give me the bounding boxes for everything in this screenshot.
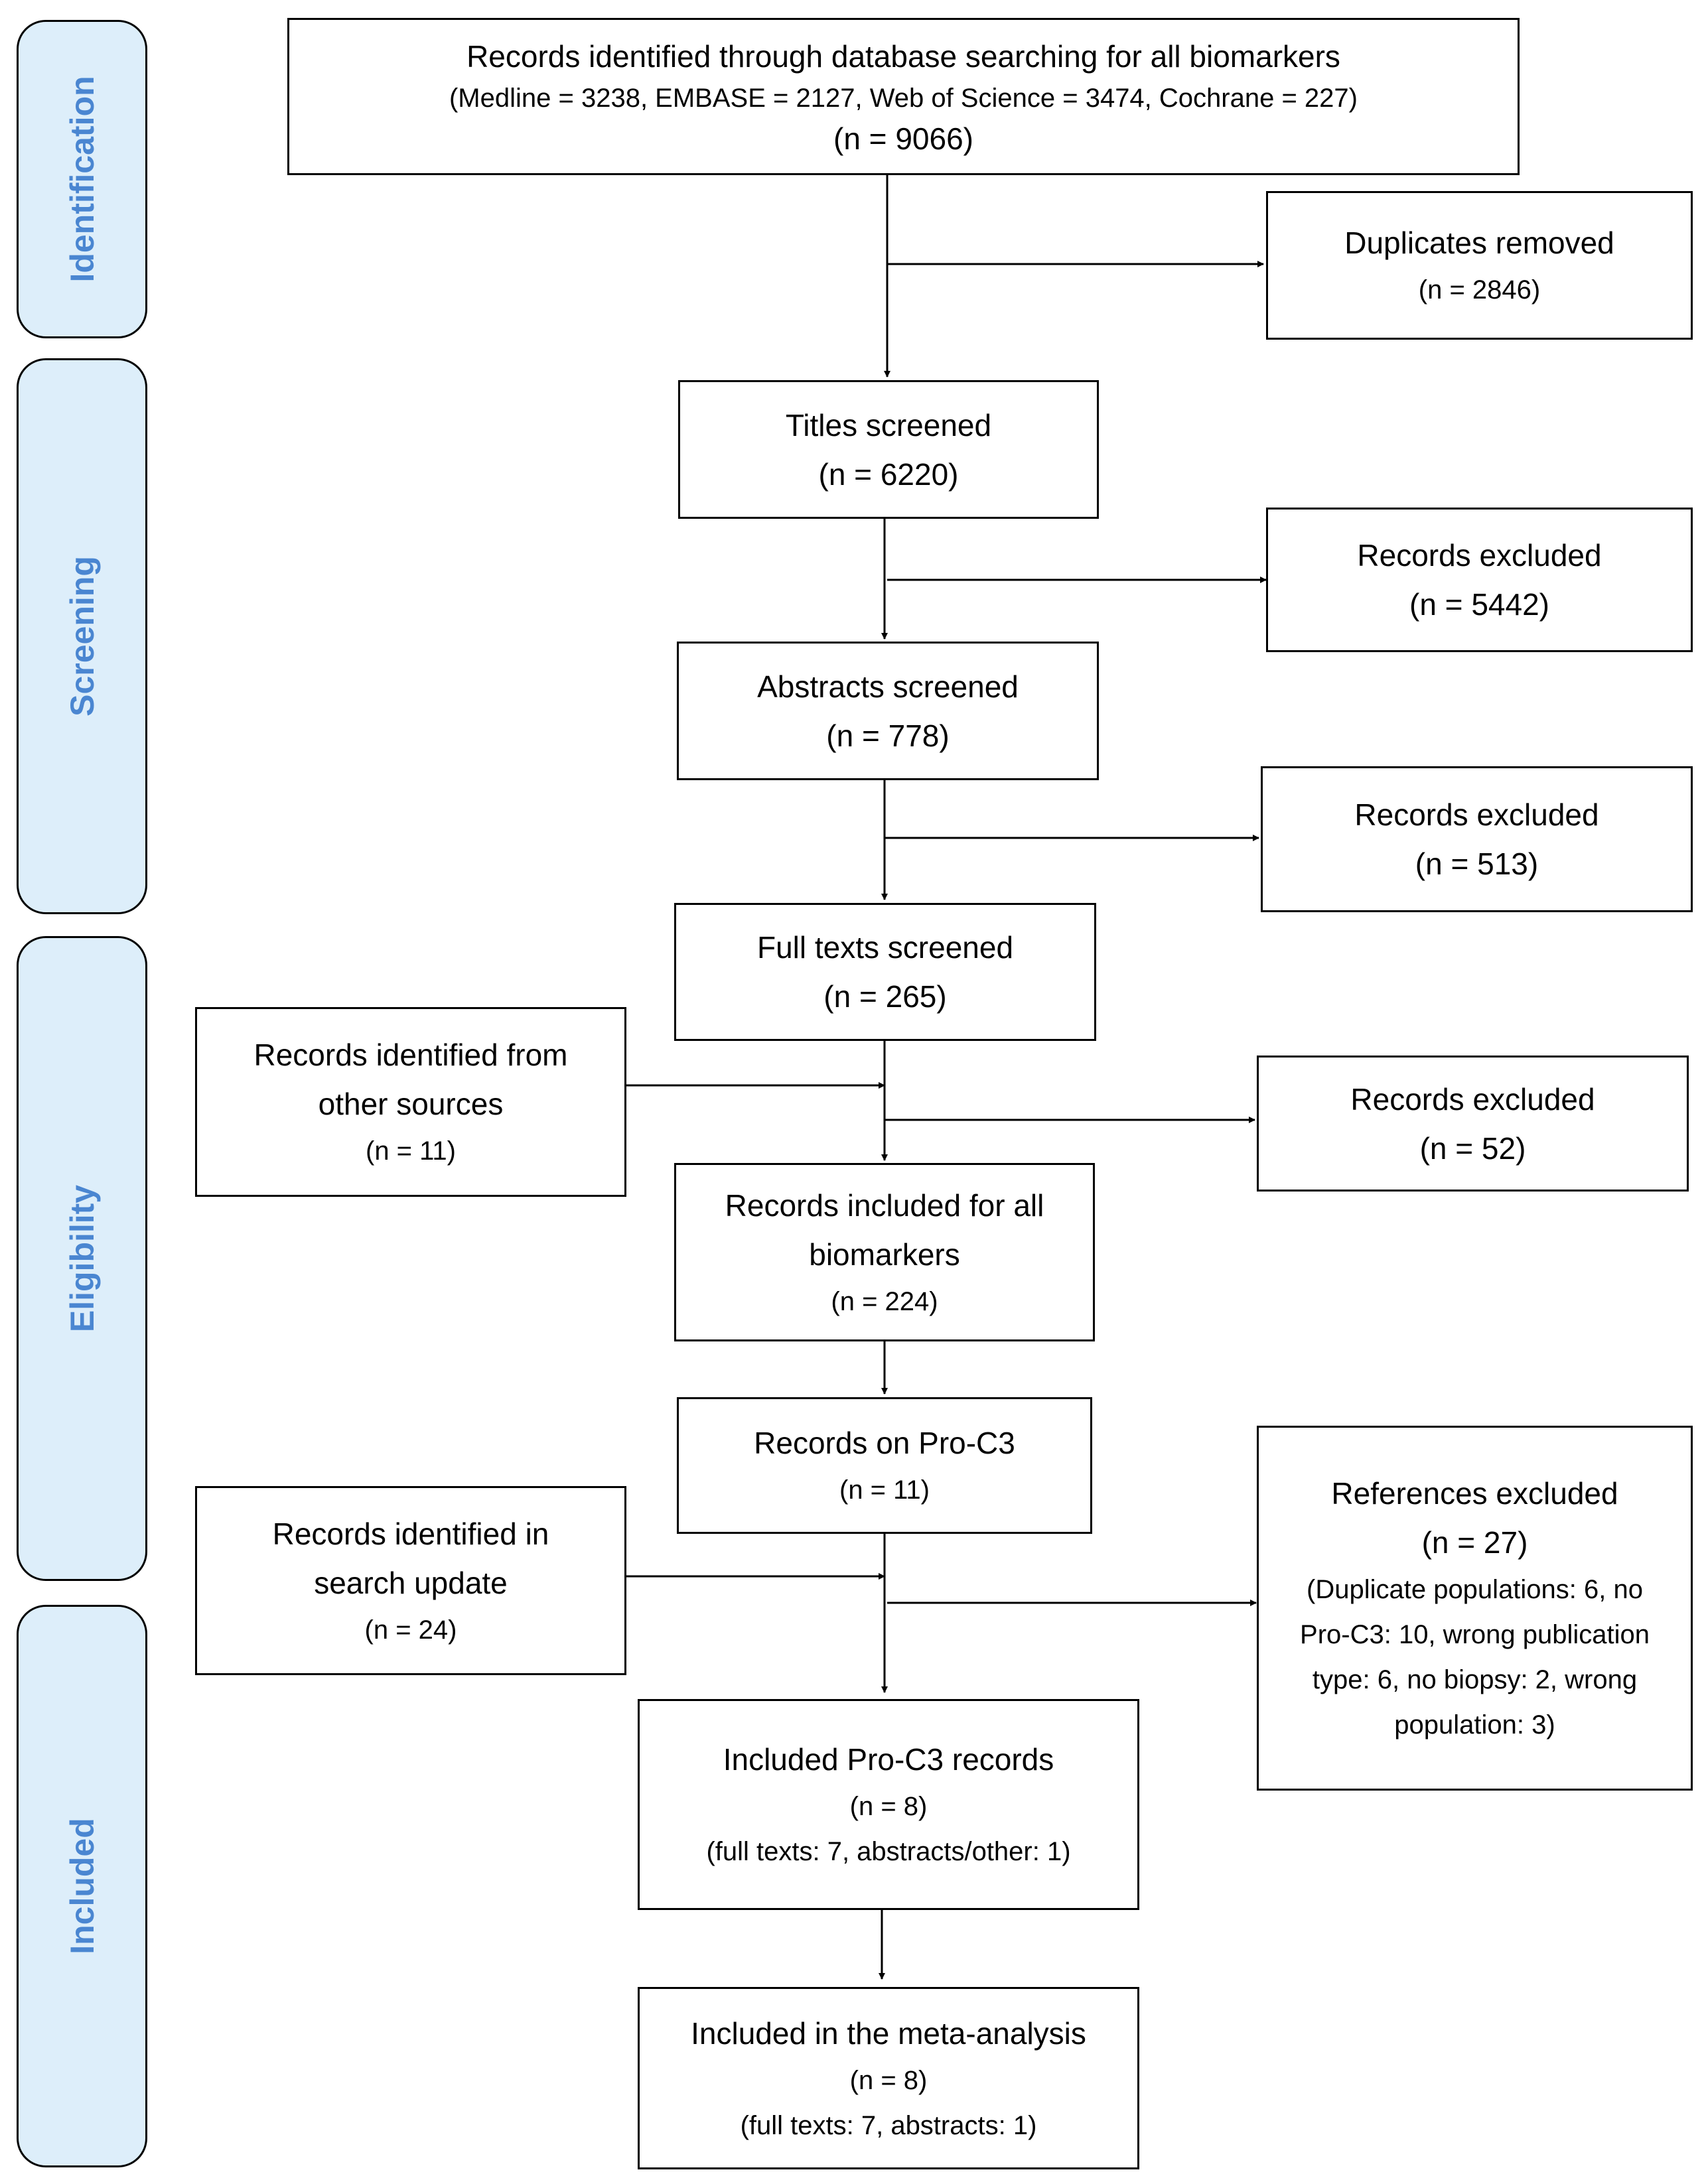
included-pro-c3-title: Included Pro-C3 records xyxy=(723,1742,1054,1777)
box-records-pro-c3: Records on Pro-C3 (n = 11) xyxy=(677,1397,1092,1534)
refs-excluded-detail-line: type: 6, no biopsy: 2, wrong xyxy=(1312,1665,1638,1694)
stage-identification: Identification xyxy=(17,20,147,338)
other-sources-line2: other sources xyxy=(318,1087,504,1121)
stage-screening-label: Screening xyxy=(63,556,101,717)
duplicates-count: (n = 2846) xyxy=(1418,275,1541,305)
included-pro-c3-detail: (full texts: 7, abstracts/other: 1) xyxy=(706,1837,1071,1866)
stage-included-label: Included xyxy=(63,1818,101,1954)
pro-c3-title: Records on Pro-C3 xyxy=(754,1426,1015,1460)
box-references-excluded: References excluded (n = 27) (Duplicate … xyxy=(1257,1426,1693,1791)
titles-title: Titles screened xyxy=(785,407,992,443)
excluded2-title: Records excluded xyxy=(1354,797,1599,832)
abstracts-count: (n = 778) xyxy=(826,718,950,753)
identified-count: (n = 9066) xyxy=(833,121,973,156)
meta-count: (n = 8) xyxy=(849,2065,928,2095)
excluded1-title: Records excluded xyxy=(1357,538,1602,573)
box-other-sources: Records identified from other sources (n… xyxy=(195,1007,626,1197)
box-included-pro-c3: Included Pro-C3 records (n = 8) (full te… xyxy=(638,1699,1139,1910)
box-fulltexts-screened: Full texts screened (n = 265) xyxy=(674,903,1096,1041)
box-excluded-2: Records excluded (n = 513) xyxy=(1261,766,1693,912)
titles-count: (n = 6220) xyxy=(818,456,959,492)
other-sources-line1: Records identified from xyxy=(253,1038,568,1072)
abstracts-title: Abstracts screened xyxy=(757,669,1019,704)
pro-c3-count: (n = 11) xyxy=(839,1475,930,1505)
excluded3-title: Records excluded xyxy=(1350,1081,1595,1117)
box-search-update: Records identified in search update (n =… xyxy=(195,1486,626,1675)
included-pro-c3-count: (n = 8) xyxy=(849,1792,928,1821)
refs-excluded-title: References excluded xyxy=(1331,1476,1618,1511)
refs-excluded-detail-line: (Duplicate populations: 6, no xyxy=(1307,1575,1643,1604)
included-all-count: (n = 224) xyxy=(831,1286,938,1316)
refs-excluded-detail-line: Pro-C3: 10, wrong publication xyxy=(1300,1620,1650,1649)
fulltexts-count: (n = 265) xyxy=(823,979,947,1014)
box-excluded-1: Records excluded (n = 5442) xyxy=(1266,508,1693,652)
included-all-line2: biomarkers xyxy=(809,1237,960,1272)
duplicates-title: Duplicates removed xyxy=(1344,226,1614,260)
fulltexts-title: Full texts screened xyxy=(756,930,1014,965)
refs-excluded-detail-line: population: 3) xyxy=(1394,1710,1555,1740)
identified-detail: (Medline = 3238, EMBASE = 2127, Web of S… xyxy=(449,83,1358,113)
meta-title: Included in the meta-analysis xyxy=(691,2015,1086,2051)
search-update-count: (n = 24) xyxy=(364,1615,457,1645)
stage-screening: Screening xyxy=(17,358,147,914)
other-sources-count: (n = 11) xyxy=(366,1136,456,1166)
box-identified: Records identified through database sear… xyxy=(287,18,1520,175)
search-update-line1: Records identified in xyxy=(272,1516,549,1551)
excluded2-count: (n = 513) xyxy=(1415,847,1539,881)
refs-excluded-count: (n = 27) xyxy=(1421,1525,1528,1560)
stage-identification-label: Identification xyxy=(63,76,101,283)
box-duplicates: Duplicates removed (n = 2846) xyxy=(1266,191,1693,340)
box-titles-screened: Titles screened (n = 6220) xyxy=(678,380,1099,519)
meta-detail: (full texts: 7, abstracts: 1) xyxy=(740,2110,1037,2140)
box-excluded-3: Records excluded (n = 52) xyxy=(1257,1056,1689,1192)
box-meta-analysis: Included in the meta-analysis (n = 8) (f… xyxy=(638,1987,1139,2169)
stage-included: Included xyxy=(17,1605,147,2167)
box-included-all-biomarkers: Records included for all biomarkers (n =… xyxy=(674,1163,1095,1341)
identified-title: Records identified through database sear… xyxy=(466,38,1340,74)
box-abstracts-screened: Abstracts screened (n = 778) xyxy=(677,642,1099,780)
excluded3-count: (n = 52) xyxy=(1419,1130,1526,1166)
excluded1-count: (n = 5442) xyxy=(1409,587,1549,622)
search-update-line2: search update xyxy=(314,1565,508,1600)
included-all-line1: Records included for all xyxy=(725,1188,1044,1223)
stage-eligibility: Eligibility xyxy=(17,936,147,1581)
stage-eligibility-label: Eligibility xyxy=(63,1184,101,1333)
